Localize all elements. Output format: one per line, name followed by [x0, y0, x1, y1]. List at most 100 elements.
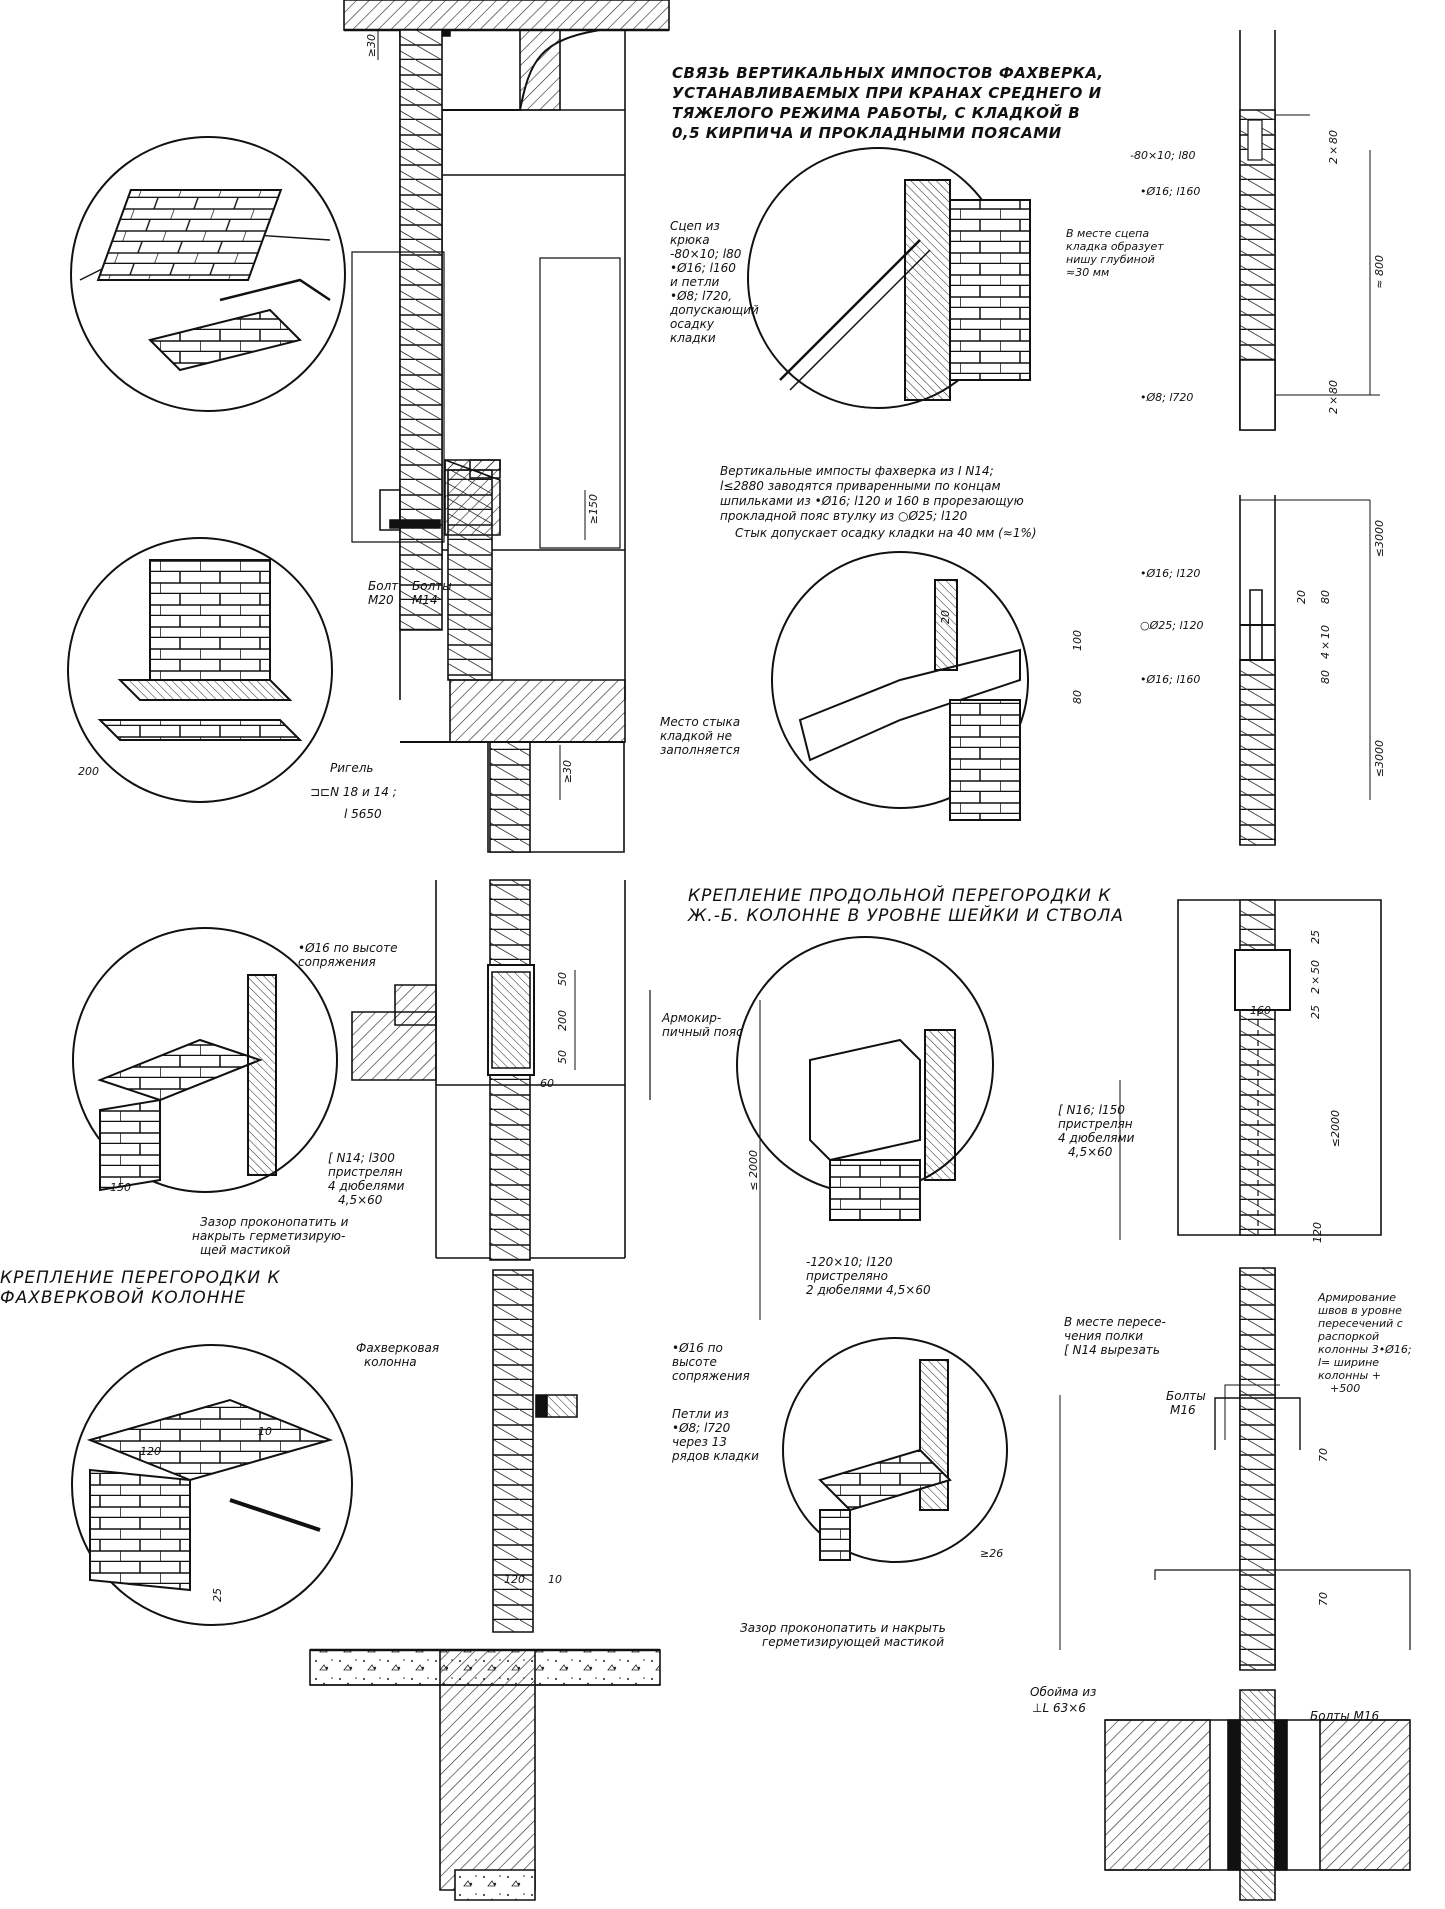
right-section-4 — [1060, 1268, 1410, 1670]
dim-150-detail: 150 — [110, 1181, 131, 1194]
central-column-lower — [310, 880, 660, 1900]
loop-note-2: •Ø8; l720 — [672, 1421, 731, 1435]
rebar-8-720: •Ø8; l720 — [1140, 391, 1194, 404]
gap-note-2: накрыть герметизирую- — [192, 1229, 346, 1243]
hook-note-9: кладки — [670, 331, 716, 345]
dim-50-b: 50 — [556, 1050, 569, 1064]
dim-80-b: 80 — [1319, 670, 1332, 684]
reinf-note-8: +500 — [1330, 1382, 1361, 1395]
cut-note-1: В месте пересе- — [1064, 1315, 1166, 1329]
dim-200-b: 200 — [556, 1010, 569, 1031]
reinf-note-3: пересечений с — [1318, 1317, 1403, 1330]
bolt-m14-label-2: M14 — [412, 593, 438, 607]
reinf-note-2: швов в уровне — [1318, 1304, 1402, 1317]
hook-note-2: крюка — [670, 233, 710, 247]
dim-4x10: 4×10 — [1319, 625, 1332, 659]
dim-25-a: 25 — [1309, 930, 1322, 944]
channel-n16-note-4: 4,5×60 — [1068, 1145, 1113, 1159]
bolts-m16-label-1: Болты — [1166, 1389, 1206, 1403]
hook-note-3: -80×10; l80 — [670, 247, 742, 261]
dim-10-wall: 10 — [548, 1573, 562, 1586]
rigel-label-1: Ригель — [330, 761, 374, 775]
niche-note-4: ≈30 мм — [1066, 266, 1110, 279]
dim-120-detail: 120 — [140, 1445, 161, 1458]
rebar-16-120: •Ø16; l120 — [1140, 567, 1201, 580]
rebar-25-120: ○Ø25; l120 — [1140, 619, 1204, 632]
dim-200-detail: 200 — [78, 765, 99, 778]
channel-n16-note-2: пристрелян — [1058, 1117, 1133, 1131]
right-section-5 — [1105, 1690, 1410, 1900]
dim-150: ≥150 — [587, 494, 600, 525]
gap-note-3: щей мастикой — [200, 1243, 291, 1257]
dim-20-detail: 20 — [939, 610, 952, 624]
impost-note-2: l≤2880 заводятся приваренными по концам — [720, 479, 1001, 493]
title-line-2: УСТАНАВЛИВАЕМЫХ ПРИ КРАНАХ СРЕДНЕГО И — [672, 84, 1102, 102]
niche-note-1: В месте сцепа — [1066, 227, 1150, 240]
bolts-m16-label-2: M16 — [1170, 1403, 1196, 1417]
detail-circle-4 — [72, 1345, 352, 1625]
channel-n16-note-3: 4 дюбелями — [1058, 1131, 1135, 1145]
rebar-16-160-b: •Ø16; l160 — [1140, 673, 1201, 686]
joint-note-3: заполняется — [660, 743, 740, 757]
rigel-label-2: ⊐⊏N 18 и 14 ; — [310, 785, 397, 799]
conj-note-1: •Ø16 по высоте — [298, 941, 398, 955]
dim-30-beam: ≥30 — [561, 760, 574, 784]
dim-800: ≈ 800 — [1373, 255, 1386, 289]
plate-note-3: 2 дюбелями 4,5×60 — [806, 1283, 931, 1297]
dim-25-b: 25 — [1309, 1005, 1322, 1019]
right-section-1 — [1240, 30, 1380, 430]
dim-100: 100 — [1071, 630, 1084, 651]
title-line-4: 0,5 КИРПИЧА И ПРОКЛАДНЫМИ ПОЯСАМИ — [672, 124, 1062, 142]
cut-note-2: чения полки — [1064, 1329, 1144, 1343]
clip-note-1: Обойма из — [1030, 1685, 1097, 1699]
channel-n14-note-4: 4,5×60 — [338, 1193, 383, 1207]
rebar-16-160: •Ø16; l160 — [1140, 185, 1201, 198]
dim-80-a: 80 — [1319, 590, 1332, 604]
detail-circle-6 — [772, 552, 1028, 820]
loop-note-4: рядов кладки — [672, 1449, 759, 1463]
hook-note-5: и петли — [670, 275, 720, 289]
frame-title-1: КРЕПЛЕНИЕ ПЕРЕГОРОДКИ К — [0, 1268, 281, 1288]
dim-2x80-top: 2×80 — [1327, 130, 1340, 164]
frame-col-label-2: колонна — [364, 1355, 417, 1369]
hook-note-7: допускающий — [670, 303, 759, 317]
title-line-3: ТЯЖЕЛОГО РЕЖИМА РАБОТЫ, С КЛАДКОЙ В — [672, 104, 1081, 122]
dim-3000-top: ≤3000 — [1373, 520, 1386, 558]
bolt-m20-label-1: Болт — [368, 579, 399, 593]
frame-title-2: ФАХВЕРКОВОЙ КОЛОННЕ — [0, 1288, 247, 1308]
hook-note-6: •Ø8; l720, — [670, 289, 733, 303]
bolt-m14-label-1: Болты — [412, 579, 452, 593]
dimension-lines — [378, 30, 1120, 1320]
dim-50-a: 50 — [556, 972, 569, 986]
partition-title-2: Ж.-Б. КОЛОННЕ В УРОВНЕ ШЕЙКИ И СТВОЛА — [688, 906, 1124, 926]
impost-note-5: Стык допускает осадку кладки на 40 мм (≈… — [735, 526, 1037, 540]
plate-note-1: -120×10; l120 — [806, 1255, 893, 1269]
channel-n14-note-1: [ N14; l300 — [328, 1151, 395, 1165]
detail-circle-3 — [73, 928, 337, 1192]
dim-70-a: 70 — [1317, 1448, 1330, 1462]
rebar-80x10: -80×10; l80 — [1130, 149, 1196, 162]
detail-circle-1 — [71, 137, 345, 411]
dim-25-detail: 25 — [211, 1588, 224, 1602]
conj-note-3: •Ø16 по — [672, 1341, 723, 1355]
reinf-note-6: l= ширине — [1318, 1356, 1380, 1369]
dim-3000-bottom: ≤3000 — [1373, 740, 1386, 778]
detail-circle-8 — [783, 1338, 1007, 1562]
dim-2000-right: ≤2000 — [1329, 1110, 1342, 1148]
impost-note-4: прокладной пояс втулку из ○Ø25; l120 — [720, 509, 968, 523]
detail-circle-2 — [68, 538, 332, 802]
loop-note-3: через 13 — [672, 1435, 727, 1449]
gap-note-5: герметизирующей мастикой — [762, 1635, 945, 1649]
gap-note-1: Зазор проконопатить и — [200, 1215, 349, 1229]
dim-26: ≥26 — [980, 1547, 1004, 1560]
niche-note-3: нишу глубиной — [1066, 253, 1155, 266]
frame-col-label-1: Фахверковая — [356, 1341, 440, 1355]
joint-note-1: Место стыка — [660, 715, 741, 729]
bolt-m20-label-2: M20 — [368, 593, 394, 607]
channel-n14-note-3: 4 дюбелями — [328, 1179, 405, 1193]
dim-60: 60 — [540, 1077, 554, 1090]
detail-circle-7 — [737, 937, 993, 1220]
dim-2x50: 2×50 — [1309, 960, 1322, 994]
conj-note-4: высоте — [672, 1355, 717, 1369]
